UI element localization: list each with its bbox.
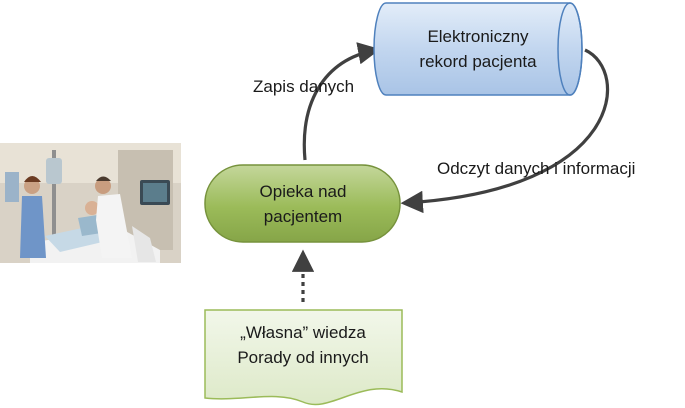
arrow-write [302, 42, 381, 161]
hospital-room-photo [0, 143, 181, 263]
ehr-label-line2: rekord pacjenta [419, 52, 537, 71]
knowledge-label-line2: Porady od innych [237, 348, 368, 367]
knowledge-node: „Własna” wiedza Porady od innych [204, 309, 403, 406]
knowledge-label-line1: „Własna” wiedza [240, 323, 366, 342]
edge-label-read: Odczyt danych i informacji [437, 159, 635, 178]
care-label-line2: pacjentem [264, 207, 342, 226]
ehr-node: Elektroniczny rekord pacjenta [373, 2, 583, 96]
care-node: Opieka nad pacjentem [204, 164, 401, 243]
arrow-read [400, 48, 610, 214]
ehr-label-line1: Elektroniczny [427, 27, 529, 46]
edge-label-write: Zapis danych [253, 77, 354, 96]
care-label-line1: Opieka nad [260, 182, 347, 201]
